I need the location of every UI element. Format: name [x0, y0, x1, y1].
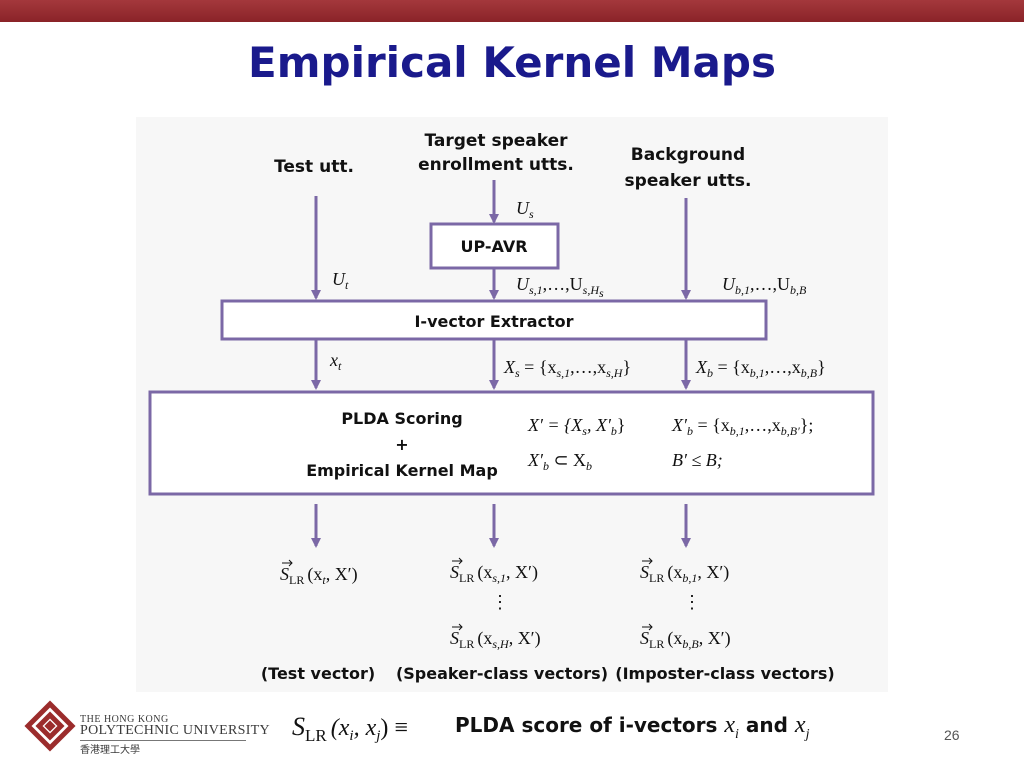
ub-list-label: Ub,1,…,Ub,B: [722, 274, 807, 297]
target-speaker-label-1: Target speaker: [424, 131, 568, 151]
plda-label-1: PLDA Scoring: [341, 409, 462, 428]
slr-imposter-vector-1: SLR(xb,1, X′): [640, 562, 729, 585]
plda-label-2: +: [395, 435, 408, 454]
background-label-2: speaker utts.: [625, 171, 752, 191]
background-label-1: Background: [631, 145, 745, 165]
upavr-label: UP-AVR: [460, 237, 527, 256]
vector-arrow-icon: [452, 623, 463, 631]
ivector-extractor-box: [220, 299, 768, 341]
slr-imposter-vector-b: SLR(xb,B, X′): [640, 628, 731, 651]
xbprime-definition: X′b = {xb,1,…,xb,B′};: [671, 415, 813, 438]
svg-text:SLR(xi, xj) ≡: SLR(xi, xj) ≡: [292, 712, 408, 745]
university-name-line1: THE HONG KONG: [80, 714, 169, 725]
vector-arrow-icon: [282, 559, 293, 567]
slide-title: Empirical Kernel Maps: [248, 38, 776, 87]
caption-test-vector: (Test vector): [261, 664, 375, 683]
xt-label: xt: [329, 350, 342, 373]
subset-relation: X′b ⊂ Xb: [527, 450, 592, 473]
plda-label-3: Empirical Kernel Map: [306, 461, 498, 480]
university-name-line2: POLYTECHNIC UNIVERSITY: [80, 723, 270, 738]
footer-xi: xi: [724, 712, 739, 742]
vector-arrow-icon: [642, 557, 653, 565]
slr-speaker-vector-1: SLR(xs,1, X′): [450, 562, 538, 585]
footer-definition-text: PLDA score of i-vectors xi and xj: [455, 712, 809, 743]
university-logo-icon: [24, 700, 76, 752]
flow-diagram: Test utt. Target speaker enrollment utts…: [148, 131, 875, 683]
xs-definition: Xs = {xs,1,…,xs,H}: [503, 357, 631, 380]
university-name-chinese: 香港理工大學: [80, 745, 140, 756]
xprime-definition: X′ = {Xs, X′b}: [527, 415, 626, 438]
bprime-relation: B′ ≤ B;: [672, 450, 723, 470]
vector-arrow-icon: [642, 623, 653, 631]
footer-xj: xj: [794, 712, 810, 742]
footer-slr-formula: SLR(xi, xj) ≡: [292, 712, 408, 745]
slr-speaker-vector-h: SLR(xs,H, X′): [450, 628, 541, 651]
us-label: Us: [516, 198, 534, 221]
logo-divider: [80, 740, 246, 741]
us-list-label: Us,1,…,Us,Hs: [516, 274, 604, 300]
slr-test-vector: SLR(xt, X′): [280, 564, 358, 587]
upavr-box: [429, 222, 560, 270]
footer-text: PLDA score of i-vectors: [455, 713, 725, 737]
ivector-extractor-label: I-vector Extractor: [414, 312, 573, 331]
xb-definition: Xb = {xb,1,…,xb,B}: [695, 357, 826, 380]
caption-imposter-vectors: (Imposter-class vectors): [615, 664, 834, 683]
top-banner: [0, 0, 1024, 22]
vdots-imposter: ⋮: [683, 592, 701, 612]
footer-and: and: [738, 713, 795, 737]
test-utt-label: Test utt.: [274, 157, 354, 177]
target-speaker-label-2: enrollment utts.: [418, 155, 574, 175]
page-number: 26: [944, 727, 960, 743]
plda-scoring-box: [148, 390, 875, 496]
vector-arrow-icon: [452, 557, 463, 565]
caption-speaker-vectors: (Speaker-class vectors): [396, 664, 608, 683]
vdots-speaker: ⋮: [491, 592, 509, 612]
ut-label: Ut: [332, 269, 349, 292]
